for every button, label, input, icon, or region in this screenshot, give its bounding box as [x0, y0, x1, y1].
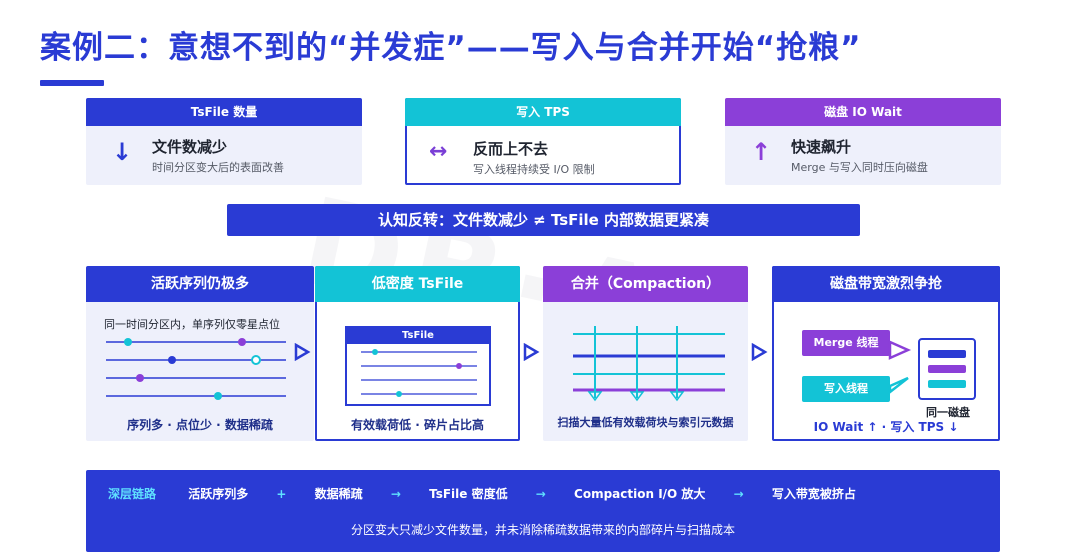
metric-main: 文件数减少: [152, 138, 228, 156]
chain-note: 分区变大只减少文件数量，并未消除稀疏数据带来的内部碎片与扫描成本: [350, 523, 735, 537]
stage-disk-contention: 磁盘带宽激烈争抢 Merge 线程 写入线程 同一磁盘 IO Wait ↑ · …: [772, 266, 1000, 441]
chain-row: 深层链路 活跃序列多 + 数据稀疏 → TsFile 密度低 → Compact…: [108, 485, 856, 502]
arrow-right-icon: →: [733, 487, 744, 501]
chain-step: 活跃序列多: [188, 487, 249, 501]
metric-disk-io-wait: 磁盘 IO Wait ↑ 快速飙升 Merge 与写入同时压向磁盘: [725, 98, 1001, 185]
chain-step: TsFile 密度低: [429, 487, 508, 501]
triangle-arrow-icon: [523, 343, 540, 361]
plus-icon: +: [276, 487, 287, 501]
merge-thread-tag: Merge 线程: [802, 330, 890, 356]
deep-chain-panel: 深层链路 活跃序列多 + 数据稀疏 → TsFile 密度低 → Compact…: [86, 470, 1000, 552]
chain-step: 数据稀疏: [314, 487, 363, 501]
stage-foot: 扫描大量低有效载荷块与索引元数据: [557, 416, 734, 429]
disk-label: 同一磁盘: [926, 406, 970, 419]
chain-label: 深层链路: [108, 487, 157, 501]
metric-write-tps: 写入 TPS ↔ 反而上不去 写入线程持续受 I/O 限制: [405, 98, 681, 185]
arrow-right-icon: →: [390, 487, 401, 501]
stage-active-series: 活跃序列仍极多 同一时间分区内，单序列仅零星点位 序列多 · 点位少 · 数据稀…: [86, 266, 314, 441]
metric-tsfile-count: TsFile 数量 ↓ 文件数减少 时间分区变大后的表面改善: [86, 98, 362, 185]
stage-foot: 有效载荷低 · 碎片占比高: [351, 418, 484, 432]
stage-foot: 序列多 · 点位少 · 数据稀疏: [127, 418, 273, 432]
stage-compaction: 合并（Compaction） 扫描大量低有效载荷块与索引元数据: [543, 266, 748, 441]
chain-step: Compaction I/O 放大: [574, 487, 706, 501]
insight-banner: 认知反转：文件数减少 ≠ TsFile 内部数据更紧凑: [227, 204, 860, 236]
arrow-right-icon: →: [535, 487, 546, 501]
metric-header: 磁盘 IO Wait: [725, 98, 1001, 126]
tsfile-diagram: TsFile: [345, 326, 491, 406]
metric-header: 写入 TPS: [405, 98, 681, 126]
metric-sub: 时间分区变大后的表面改善: [152, 161, 284, 174]
page-title: 案例二：意想不到的“并发症”——写入与合并开始“抢粮”: [40, 30, 862, 66]
stage-header: 磁盘带宽激烈争抢: [772, 266, 1000, 302]
sparse-series-illustration: [106, 338, 286, 400]
arrow-both-icon: ↔: [429, 139, 448, 164]
tsfile-rows-illustration: [361, 349, 477, 397]
arrow-down-icon: ↓: [112, 138, 133, 166]
metric-main: 快速飙升: [791, 138, 852, 156]
compaction-scan-illustration: [573, 326, 725, 402]
chain-step: 写入带宽被挤占: [771, 487, 856, 501]
stage-desc: 同一时间分区内，单序列仅零星点位: [104, 318, 280, 331]
metric-sub: Merge 与写入同时压向磁盘: [791, 161, 928, 174]
disk-icon: [918, 338, 976, 400]
stage-low-density-tsfile: 低密度 TsFile TsFile 有效载荷低 · 碎片占比高: [315, 266, 520, 441]
write-thread-tag: 写入线程: [802, 376, 890, 402]
stage-header: 合并（Compaction）: [543, 266, 748, 302]
metric-sub: 写入线程持续受 I/O 限制: [473, 163, 595, 176]
thread-to-disk-arrows: [888, 340, 912, 395]
triangle-arrow-icon: [751, 343, 768, 361]
tsfile-label: TsFile: [347, 328, 489, 344]
stage-header: 活跃序列仍极多: [86, 266, 314, 302]
stage-foot: IO Wait ↑ · 写入 TPS ↓: [813, 420, 959, 434]
stage-header: 低密度 TsFile: [315, 266, 520, 302]
title-underline: [40, 80, 104, 86]
metric-header: TsFile 数量: [86, 98, 362, 126]
metric-main: 反而上不去: [473, 140, 549, 158]
triangle-arrow-icon: [294, 343, 311, 361]
arrow-up-icon: ↑: [751, 138, 772, 166]
